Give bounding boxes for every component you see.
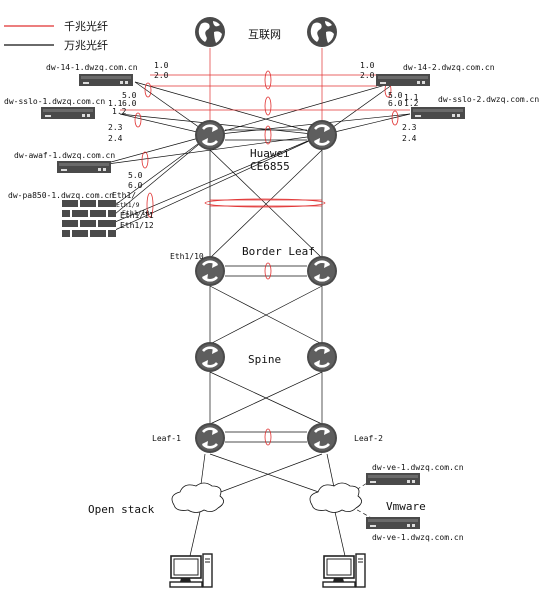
ssl-left-port-a: 5.0 bbox=[122, 91, 137, 100]
link-leaf-left-vmware bbox=[209, 453, 331, 497]
fw-port-eth19: Eth1/9 bbox=[116, 201, 140, 209]
link-ssl-right-core-right bbox=[321, 113, 411, 136]
core-label-vendor: Huawei bbox=[250, 147, 290, 160]
link-fw-core-right-1 bbox=[114, 134, 323, 223]
left-port-24: 2.4 bbox=[108, 134, 123, 143]
ssl-right-device[interactable] bbox=[411, 107, 465, 119]
link-lb-left-core-right bbox=[134, 81, 323, 136]
pc-left[interactable] bbox=[169, 553, 213, 588]
core-switch-left[interactable] bbox=[193, 118, 227, 152]
link-ssl-right-core-left bbox=[209, 113, 411, 136]
leaf-left-label: Leaf-1 bbox=[152, 434, 181, 443]
vmware-cloud[interactable] bbox=[309, 482, 362, 513]
legend-ten-gigabit-label: 万兆光纤 bbox=[64, 38, 108, 52]
fw-port-eth1: Eth1/ bbox=[112, 191, 136, 200]
ssl-right-port-a: 5.0 bbox=[388, 91, 403, 100]
firewall-device[interactable] bbox=[62, 200, 116, 238]
openstack-label: Open stack bbox=[88, 503, 155, 516]
links bbox=[99, 48, 411, 557]
spine-label: Spine bbox=[248, 353, 281, 366]
lb-right-port-1: 1.0 bbox=[360, 61, 375, 70]
border-leaf-switch-right[interactable] bbox=[305, 254, 339, 288]
link-waf-core-right bbox=[99, 134, 323, 166]
lag-markers bbox=[134, 70, 399, 446]
link-lb-right-core-right bbox=[321, 81, 397, 136]
leaf-right-label: Leaf-2 bbox=[354, 434, 383, 443]
link-fw-core-left-2 bbox=[114, 134, 211, 215]
spine-switch-right[interactable] bbox=[305, 340, 339, 374]
vmware-label: Vmware bbox=[386, 500, 426, 513]
ssl-right-port-c: 1.1 bbox=[404, 93, 419, 102]
ssl-left-label: dw-sslo-1.dwzq.com.cn bbox=[4, 97, 105, 106]
legend: 千兆光纤 万兆光纤 bbox=[4, 19, 108, 52]
ssl-right-port-b: 6.0 bbox=[388, 99, 403, 108]
ssl-left-port-d: 1.2 bbox=[112, 107, 127, 116]
link-lb-left-core-left bbox=[134, 81, 211, 136]
fw-port-eth110: Eth1/10 bbox=[122, 209, 149, 217]
ve-top-device[interactable] bbox=[366, 473, 420, 485]
lb-right-device[interactable] bbox=[376, 74, 430, 86]
ssl-right-label: dw-sslo-2.dwzq.com.cn bbox=[438, 95, 539, 104]
firewall-label: dw-pa850-1.dwzq.com.cn bbox=[8, 191, 114, 200]
ve-bottom-label: dw-ve-1.dwzq.com.cn bbox=[372, 533, 464, 542]
right-port-24: 2.4 bbox=[402, 134, 417, 143]
fw-port-eth112: Eth1/12 bbox=[120, 221, 154, 230]
lb-right-label: dw-14-2.dwzq.com.cn bbox=[403, 63, 495, 72]
link-fw-core-left-1 bbox=[114, 134, 211, 206]
right-port-23: 2.3 bbox=[402, 123, 417, 132]
ve-top-label: dw-ve-1.dwzq.com.cn bbox=[372, 463, 464, 472]
waf-label: dw-awaf-1.dwzq.com.cn bbox=[14, 151, 115, 160]
lb-right-port-2: 2.0 bbox=[360, 71, 375, 80]
ssl-left-device[interactable] bbox=[41, 107, 95, 119]
link-waf-core-left bbox=[99, 134, 211, 166]
waf-port-6: 6.0 bbox=[128, 181, 143, 190]
internet-globe-left bbox=[195, 17, 225, 47]
link-spine-right-leaf-left bbox=[209, 371, 323, 425]
lb-left-port-2: 2.0 bbox=[154, 71, 169, 80]
lb-left-device[interactable] bbox=[79, 74, 133, 86]
ssl-left-port-b: 6.0 bbox=[122, 99, 137, 108]
link-lb-right-core-left bbox=[209, 81, 397, 136]
lb-left-port-1: 1.0 bbox=[154, 61, 169, 70]
spine-switch-left[interactable] bbox=[193, 340, 227, 374]
link-bl-right-spine-left bbox=[209, 285, 323, 345]
core-switch-right[interactable] bbox=[305, 118, 339, 152]
internet-label: 互联网 bbox=[248, 28, 281, 41]
border-leaf-port: Eth1/10 bbox=[170, 252, 204, 261]
openstack-cloud[interactable] bbox=[171, 482, 224, 513]
border-leaf-label: Border Leaf bbox=[242, 245, 315, 258]
left-port-23: 2.3 bbox=[108, 123, 123, 132]
ssl-right-port-d: 1.2 bbox=[404, 99, 419, 108]
link-ssl-left-core-right bbox=[119, 113, 323, 136]
link-openstack-pc bbox=[189, 511, 201, 557]
link-leaf-right-openstack bbox=[209, 453, 323, 497]
waf-device[interactable] bbox=[57, 161, 111, 173]
core-label-model: CE6855 bbox=[250, 160, 290, 173]
internet-globe-right bbox=[307, 17, 337, 47]
waf-port-5: 5.0 bbox=[128, 171, 143, 180]
link-core-right-bl-left bbox=[209, 149, 323, 259]
ssl-left-port-c: 1.1 bbox=[108, 99, 123, 108]
link-fw-core-right-2 bbox=[114, 134, 323, 231]
lb-left-label: dw-14-1.dwzq.com.cn bbox=[46, 63, 138, 72]
pc-right[interactable] bbox=[322, 553, 366, 588]
legend-gigabit-label: 千兆光纤 bbox=[64, 19, 108, 33]
leaf-switch-right[interactable] bbox=[305, 421, 339, 455]
leaf-switch-left[interactable] bbox=[193, 421, 227, 455]
ve-bottom-device[interactable] bbox=[366, 517, 420, 529]
fw-port-eth111: Eth1/11 bbox=[120, 211, 154, 220]
link-vmware-pc bbox=[334, 511, 346, 557]
